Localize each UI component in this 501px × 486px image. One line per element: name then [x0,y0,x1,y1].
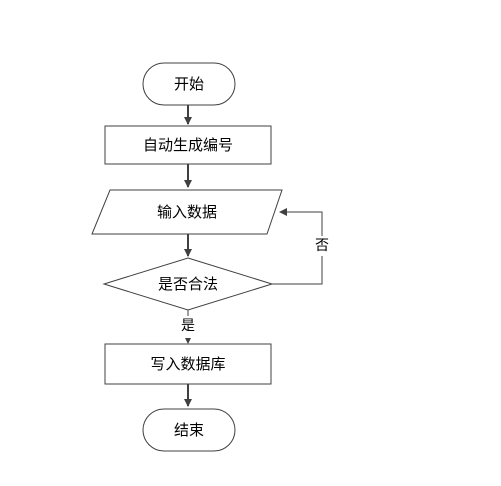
input-data-label: 输入数据 [156,203,217,221]
decision-label: 是否合法 [157,275,218,293]
branch-no-label: 否 [312,236,332,256]
auto-number-process [104,125,272,165]
branch-yes-label: 是 [181,318,195,334]
end-terminator [142,408,236,452]
input-data-parallelogram [91,189,283,235]
start-label: 开始 [173,75,204,93]
write-db-label: 写入数据库 [150,355,226,373]
auto-number-label: 自动生成编号 [142,136,233,154]
end-label: 结束 [173,421,204,439]
connector-yes-arrowhead [185,338,191,344]
